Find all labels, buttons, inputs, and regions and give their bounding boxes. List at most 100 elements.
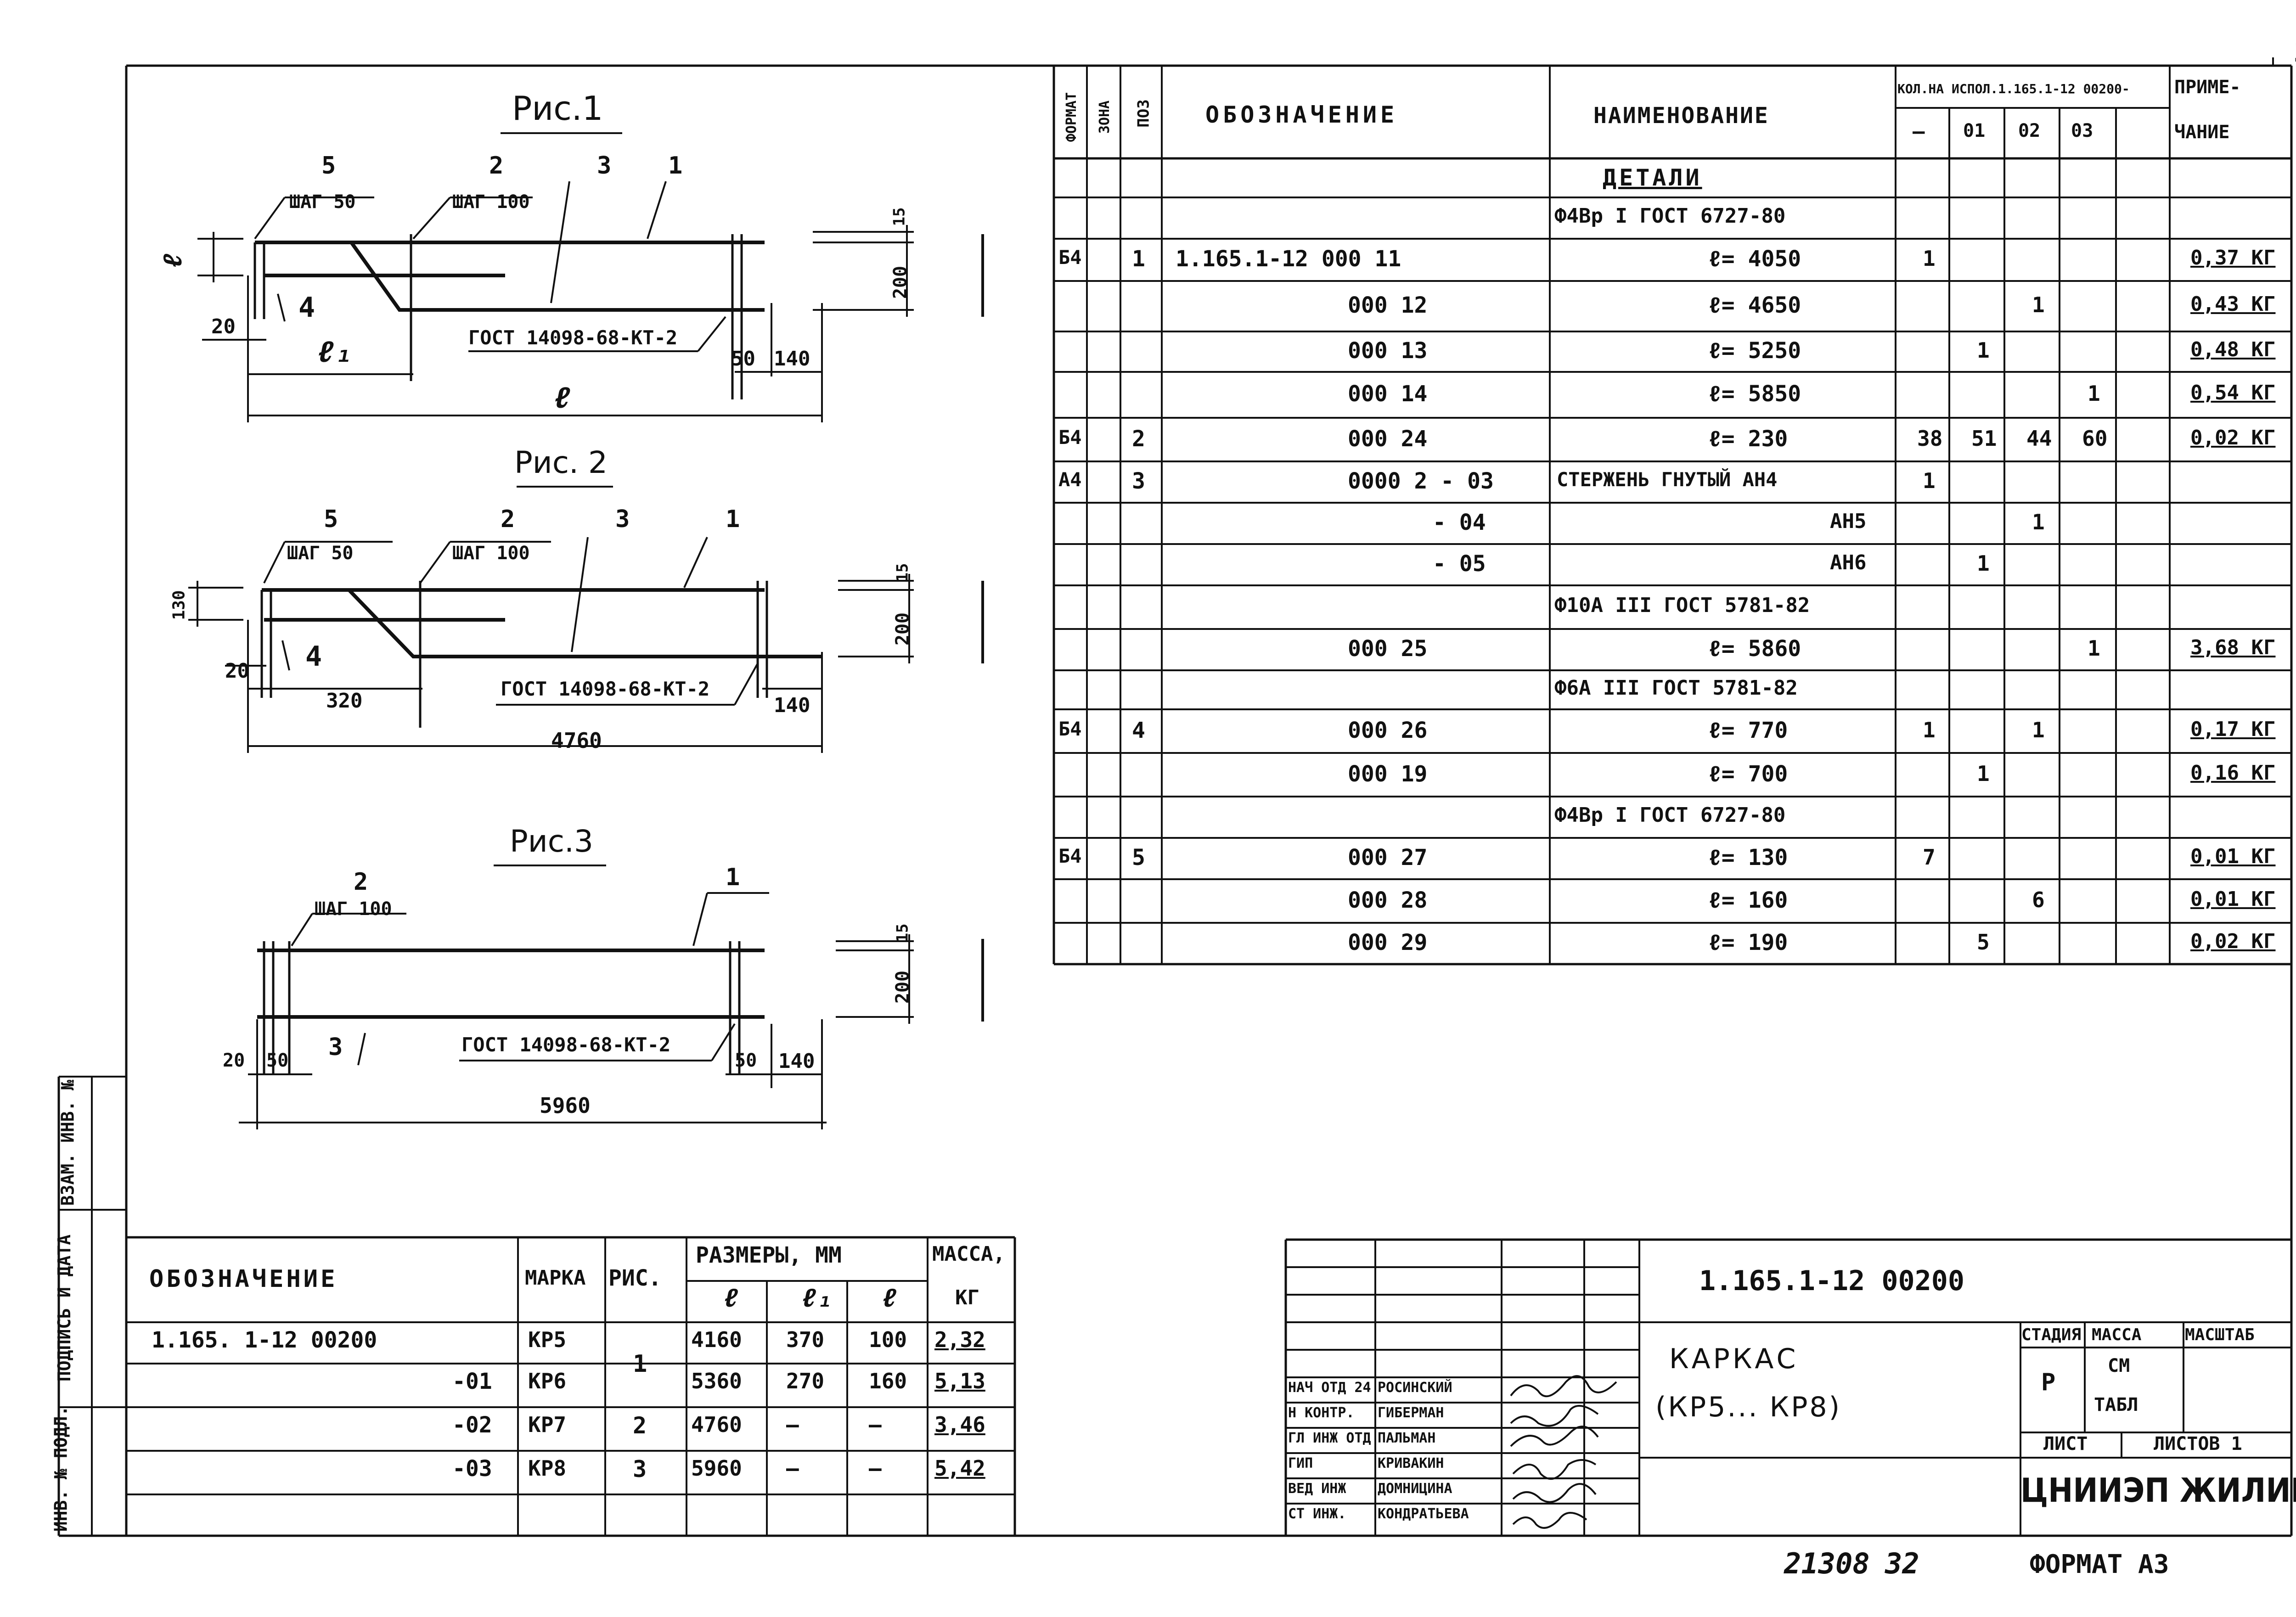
- mark-row-l1: 370: [786, 1327, 825, 1352]
- spec-header-qty-3: 03: [2071, 120, 2093, 141]
- spec-row-format: Б4: [1058, 845, 1082, 867]
- fig2-pos-2: 2: [501, 505, 515, 533]
- spec-row-note: 0,43 КГ: [2190, 292, 2276, 316]
- spec-row-designation: 000 27: [1348, 845, 1428, 870]
- fig1-pos-1: 1: [668, 152, 683, 180]
- signature-name: ГИБЕРМАН: [1378, 1405, 1444, 1421]
- side-stamp-vzam: ВЗАМ. ИНВ. №: [57, 1079, 78, 1206]
- spec-header-note-2: ЧАНИЕ: [2174, 122, 2230, 143]
- spec-row-name: ℓ= 190: [1708, 930, 1788, 955]
- spec-row-format: Б4: [1058, 246, 1082, 269]
- fig1-dim-l1: ℓ₁: [317, 335, 352, 369]
- spec-row-qty: 51: [1971, 426, 1997, 451]
- mark-header-mark: МАРКА: [525, 1266, 586, 1290]
- fig2-pos-5: 5: [324, 505, 338, 533]
- spec-row-pos: 2: [1132, 426, 1145, 452]
- spec-row-designation: 000 12: [1348, 292, 1428, 318]
- spec-row-qty: 1: [1923, 246, 1936, 271]
- signature-role: НАЧ ОТД 24: [1288, 1380, 1371, 1396]
- spec-row-qty: 7: [1923, 845, 1936, 870]
- spec-row-note: 0,02 КГ: [2190, 426, 2276, 449]
- mark-header-mass-2: КГ: [955, 1286, 979, 1309]
- title-line-1: КАРКАС: [1669, 1343, 1799, 1375]
- spec-header-format: ФОРМАТ: [1064, 92, 1080, 142]
- fig1-step-100: ШАГ 100: [452, 191, 530, 213]
- spec-row-name: ℓ= 4650: [1708, 292, 1801, 318]
- spec-header-qty-0: —: [1913, 120, 1925, 143]
- fig2-step-50: ШАГ 50: [287, 543, 354, 564]
- spec-row-name: ℓ= 5250: [1708, 338, 1801, 364]
- spec-header-zone: ЗОНА: [1097, 100, 1113, 134]
- spec-row-name: ℓ= 160: [1708, 887, 1788, 913]
- fig1-dim-15: 15: [890, 207, 909, 226]
- spec-row-qty: 1: [2088, 636, 2100, 661]
- title-line-2: (КР5... КР8): [1655, 1391, 1842, 1423]
- mark-row-l2: —: [869, 1412, 882, 1437]
- sheets-header: ЛИСТОВ 1: [2154, 1433, 2242, 1454]
- spec-header-qty-2: 02: [2018, 120, 2041, 141]
- doc-code: 1.165.1-12 00200: [1699, 1265, 1964, 1297]
- spec-row-name: ℓ= 5860: [1708, 636, 1801, 662]
- spec-header-designation: ОБОЗНАЧЕНИЕ: [1205, 101, 1398, 128]
- fig3-pos-2: 2: [354, 868, 368, 896]
- mark-header-mass-1: МАССА,: [932, 1242, 1005, 1266]
- signature-role: ГИП: [1288, 1455, 1313, 1471]
- mark-row-l1: —: [786, 1456, 799, 1481]
- spec-row-name: ℓ= 230: [1708, 426, 1788, 452]
- fig1-pos-3: 3: [597, 152, 612, 180]
- spec-row-name: СТЕРЖЕНЬ ГНУТЫЙ АН4: [1557, 468, 1778, 491]
- archive-code: 21308: [1784, 1547, 1870, 1580]
- mark-row-l1: 270: [786, 1369, 825, 1393]
- spec-row-pos: 3: [1132, 468, 1145, 494]
- mark-row-designation: 1.165. 1-12 00200: [152, 1327, 377, 1353]
- mass-value-1: СМ: [2108, 1355, 2130, 1376]
- figure-3-drawing: [239, 865, 984, 1129]
- spec-row-pos: 4: [1132, 717, 1145, 743]
- signature-scribbles: [1510, 1375, 1617, 1529]
- spec-row-designation: 000 13: [1348, 338, 1428, 364]
- fig3-pos-3: 3: [328, 1033, 343, 1061]
- fig2-gost: ГОСТ 14098-68-КТ-2: [501, 678, 710, 700]
- spec-header-pos: ПОЗ: [1134, 99, 1153, 128]
- mark-header-l: ℓ: [723, 1283, 739, 1313]
- fig3-step-100: ШАГ 100: [315, 898, 392, 920]
- spec-row-note: 0,48 КГ: [2190, 338, 2276, 361]
- mark-row-l2: —: [869, 1456, 882, 1481]
- mark-row-fig: 3: [633, 1456, 647, 1482]
- spec-row-designation: - 05: [1433, 551, 1486, 577]
- figure-1-title: Рис.1: [512, 89, 603, 128]
- mark-row-designation: -01: [452, 1369, 492, 1394]
- fig1-dim-l-left: ℓ: [158, 253, 188, 269]
- mark-row-l1: —: [786, 1412, 799, 1437]
- fig2-pos-4: 4: [305, 640, 322, 673]
- fig1-dim-50: 50: [731, 347, 755, 371]
- spec-row-note: 0,37 КГ: [2190, 246, 2276, 270]
- mark-header-l2: ℓ: [882, 1283, 897, 1313]
- mark-row-l2: 160: [869, 1369, 907, 1393]
- fig2-step-100: ШАГ 100: [452, 543, 530, 564]
- spec-row-designation: 000 29: [1348, 930, 1428, 955]
- spec-row-designation: 000 14: [1348, 381, 1428, 407]
- fig1-dim-140: 140: [774, 347, 810, 371]
- spec-row-note: 3,68 КГ: [2190, 636, 2276, 659]
- spec-row-name: ℓ= 130: [1708, 845, 1788, 870]
- fig2-dim-4760: 4760: [551, 728, 602, 753]
- spec-row-qty: 1: [1923, 468, 1936, 493]
- mark-row-mark: КР6: [528, 1369, 567, 1393]
- signature-name: КОНДРАТЬЕВА: [1378, 1506, 1469, 1522]
- spec-row-qty: 1: [1977, 551, 1990, 576]
- mark-header-fig: РИС.: [608, 1265, 662, 1291]
- fig3-dim-140: 140: [778, 1050, 815, 1073]
- stage-header: СТАДИЯ: [2021, 1325, 2082, 1344]
- spec-row-designation: 1.165.1-12 000 11: [1176, 246, 1401, 272]
- fig2-pos-1: 1: [726, 505, 740, 533]
- fig2-dim-200: 200: [892, 612, 914, 646]
- mark-row-l: 5360: [691, 1369, 742, 1393]
- spec-row-note: 0,02 КГ: [2190, 930, 2276, 953]
- mark-row-designation: -03: [452, 1456, 492, 1482]
- scale-header: МАСШТАБ: [2185, 1325, 2255, 1344]
- stage-value: Р: [2041, 1369, 2056, 1396]
- mark-fig-1-merged: 1: [633, 1350, 647, 1378]
- mass-value-2: ТАБЛ: [2094, 1394, 2138, 1415]
